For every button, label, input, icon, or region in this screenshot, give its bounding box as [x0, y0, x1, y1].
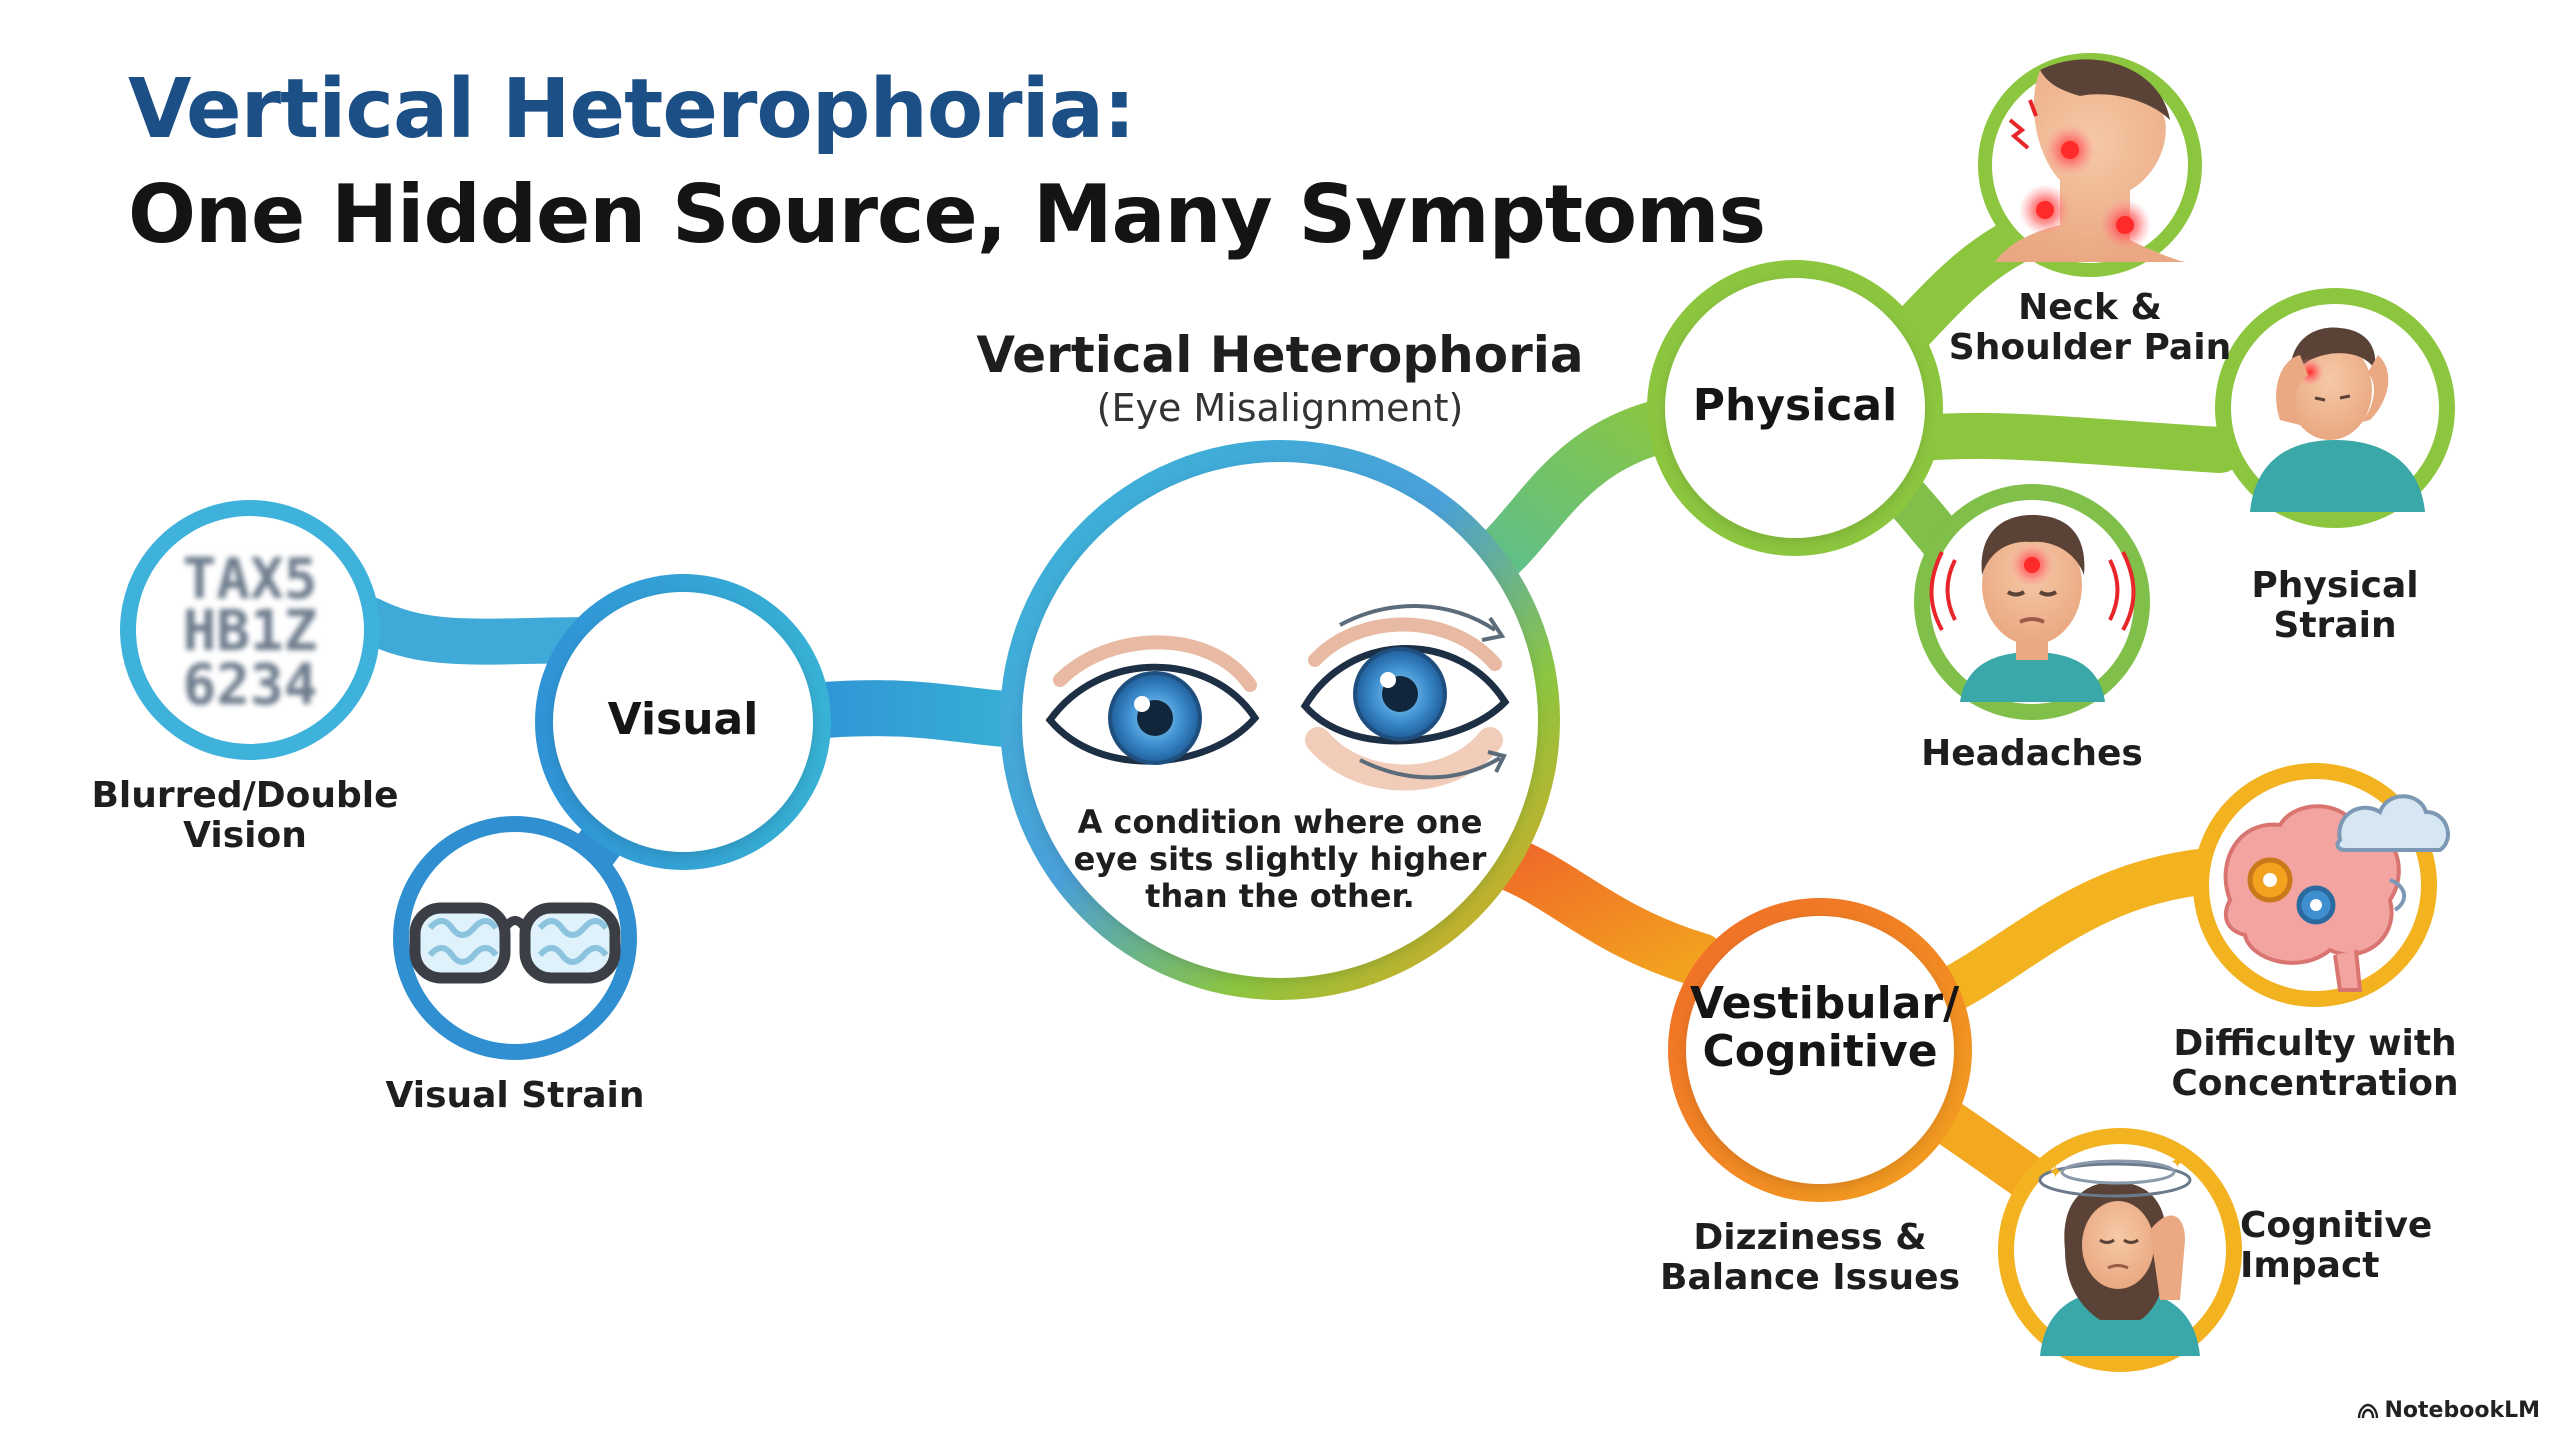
notebooklm-logo-icon: [2357, 1403, 2378, 1419]
leaf-neck-shoulder-pain: Neck & Shoulder Pain: [1948, 287, 2232, 369]
physical-node: [1647, 260, 1943, 556]
leaf-headaches: Headaches: [1921, 733, 2143, 774]
brain-gears-icon: [2193, 763, 2450, 1007]
leaf-dizziness-balance: Dizziness & Balance Issues: [1660, 1217, 1961, 1299]
eye-chart-line-1: TAX5: [183, 547, 318, 612]
head-holding-person-icon: [2215, 288, 2455, 528]
page-title-line-2: One Hidden Source, Many Symptoms: [128, 168, 1766, 261]
leaf-physical-strain: Physical Strain: [2251, 565, 2419, 647]
page-title-line-1: Vertical Heterophoria:: [128, 62, 1136, 157]
brand-text: NotebookLM: [2384, 1398, 2540, 1423]
svg-text:✦: ✦: [2170, 1152, 2185, 1173]
headache-face-icon: [1914, 484, 2150, 720]
center-node: [1000, 440, 1560, 1000]
visual-label: Visual: [607, 694, 759, 745]
misaligned-eyes-icon: [1045, 604, 1510, 791]
physical-label: Physical: [1692, 380, 1898, 431]
eye-chart-line-3: 6234: [183, 653, 318, 718]
vestibular-node: [1668, 898, 1972, 1202]
visual-node: [535, 574, 831, 870]
eye-chart-icon: TAX5 HB1Z 6234: [120, 500, 380, 760]
center-title: Vertical Heterophoria: [976, 326, 1584, 384]
leaf-blurred-double-vision: Blurred/Double Vision: [91, 775, 399, 857]
center-subtitle: (Eye Misalignment): [1096, 386, 1464, 430]
center-description: A condition where one eye sits slightly …: [1073, 803, 1487, 915]
eye-chart-line-2: HB1Z: [183, 599, 318, 664]
brand-watermark: NotebookLM: [2357, 1398, 2540, 1423]
neck-pain-icon: [1978, 53, 2202, 277]
vestibular-label: Vestibular/ Cognitive: [1690, 978, 1960, 1078]
svg-text:✦: ✦: [2048, 1162, 2063, 1183]
dizzy-person-icon: ✦ ✦: [1998, 1128, 2242, 1372]
leaf-visual-strain: Visual Strain: [385, 1075, 645, 1116]
glasses-icon: [393, 816, 637, 1060]
leaf-cognitive-impact: Cognitive Impact: [2240, 1205, 2433, 1287]
leaf-difficulty-concentration: Difficulty with Concentration: [2171, 1023, 2459, 1105]
